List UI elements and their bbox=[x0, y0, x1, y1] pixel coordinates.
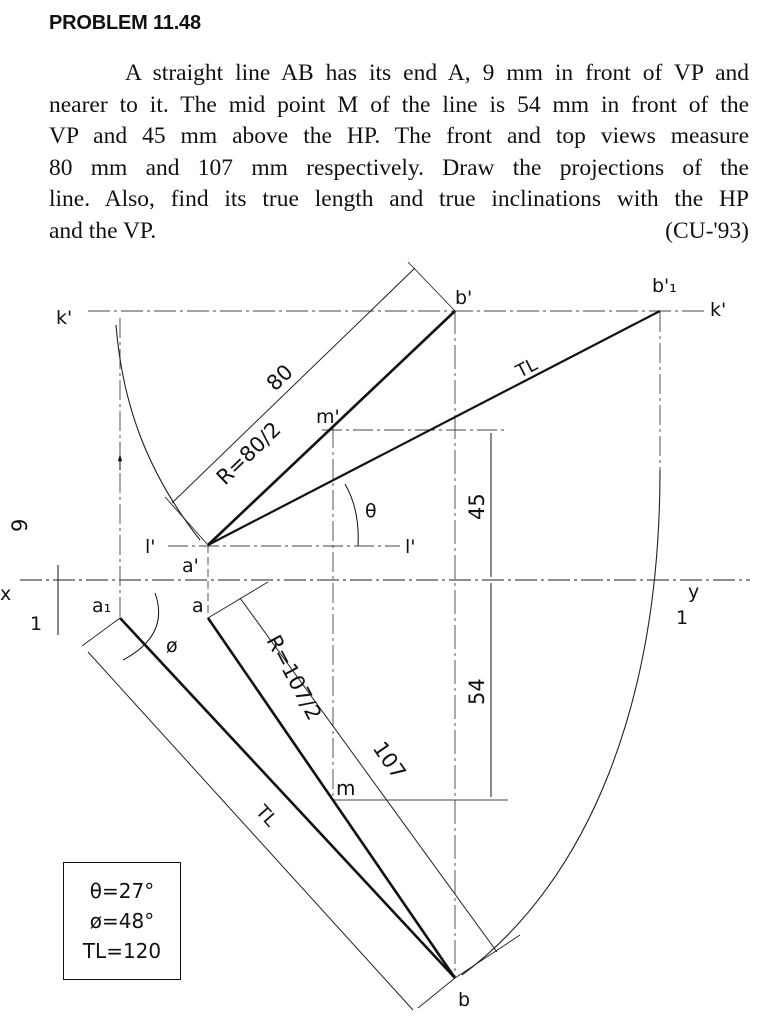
phi-arc bbox=[122, 592, 160, 661]
front-view-line bbox=[207, 310, 456, 546]
problem-line-4: 80 mm and 107 mm respectively. Draw the … bbox=[49, 154, 749, 181]
problem-heading: PROBLEM 11.48 bbox=[49, 12, 201, 34]
label-ref-right: 1 bbox=[676, 607, 688, 629]
label-9: 9 bbox=[8, 519, 32, 532]
label-54: 54 bbox=[465, 678, 489, 705]
label-45: 45 bbox=[465, 493, 489, 520]
label-b1-prime: b'₁ bbox=[652, 275, 677, 297]
label-tl-bottom: TL bbox=[251, 801, 281, 831]
problem-line-6: and the VP. (CU-'93) bbox=[49, 216, 749, 248]
result-theta: θ=27° bbox=[89, 879, 155, 903]
label-theta: θ bbox=[365, 500, 377, 522]
label-a-prime: a' bbox=[182, 555, 199, 577]
problem-reference: (CU-'93) bbox=[665, 217, 749, 244]
arc-true-length bbox=[461, 469, 661, 976]
problem-line-1: A straight line AB has its end A, 9 mm i… bbox=[125, 60, 749, 86]
problem-line-2: nearer to it. The mid point M of the lin… bbox=[49, 91, 749, 118]
top-view-line bbox=[206, 617, 457, 979]
label-a1: a₁ bbox=[92, 595, 111, 617]
label-80: 80 bbox=[262, 360, 298, 396]
label-b: b bbox=[458, 989, 470, 1011]
dim-107-ext-a bbox=[207, 581, 269, 619]
dim-107-ext-b bbox=[454, 934, 521, 979]
label-ref-left: 1 bbox=[30, 613, 42, 635]
problem-last-line-text: and the VP. bbox=[49, 217, 157, 244]
theta-arc bbox=[344, 483, 359, 547]
label-b-prime: b' bbox=[455, 287, 472, 309]
problem-statement: A straight line AB has its end A, 9 mm i… bbox=[49, 58, 749, 247]
dim-tl-line bbox=[87, 651, 414, 1011]
dim-80-ext-b bbox=[407, 261, 456, 312]
label-k-prime-right: k' bbox=[710, 299, 726, 321]
label-m: m bbox=[336, 776, 355, 800]
arc-front bbox=[115, 324, 201, 541]
label-l-prime-left: l' bbox=[145, 536, 156, 558]
results-box: θ=27° ø=48° TL=120 bbox=[63, 862, 181, 980]
dim-80-line bbox=[171, 267, 416, 504]
label-m-prime: m' bbox=[316, 406, 340, 428]
true-length-front bbox=[207, 310, 661, 546]
label-tl-top: TL bbox=[512, 354, 541, 383]
dim-tl-ext-a bbox=[81, 617, 121, 647]
label-k-prime-left: k' bbox=[56, 307, 72, 329]
label-107: 107 bbox=[368, 737, 411, 784]
problem-line-3: VP and 45 mm above the HP. The front and… bbox=[49, 123, 749, 149]
label-phi: ø bbox=[166, 635, 178, 657]
dim-tl-ext-b bbox=[417, 977, 456, 1009]
label-a: a bbox=[192, 595, 204, 617]
dim-107-line bbox=[239, 597, 498, 953]
result-phi: ø=48° bbox=[89, 909, 155, 933]
result-true-length: TL=120 bbox=[82, 939, 162, 963]
true-length-top bbox=[119, 617, 456, 979]
label-x: x bbox=[0, 583, 11, 605]
label-l-prime-right: l' bbox=[405, 536, 416, 558]
label-y: y bbox=[688, 581, 699, 603]
problem-line-5: line. Also, find its true length and tru… bbox=[49, 186, 749, 212]
